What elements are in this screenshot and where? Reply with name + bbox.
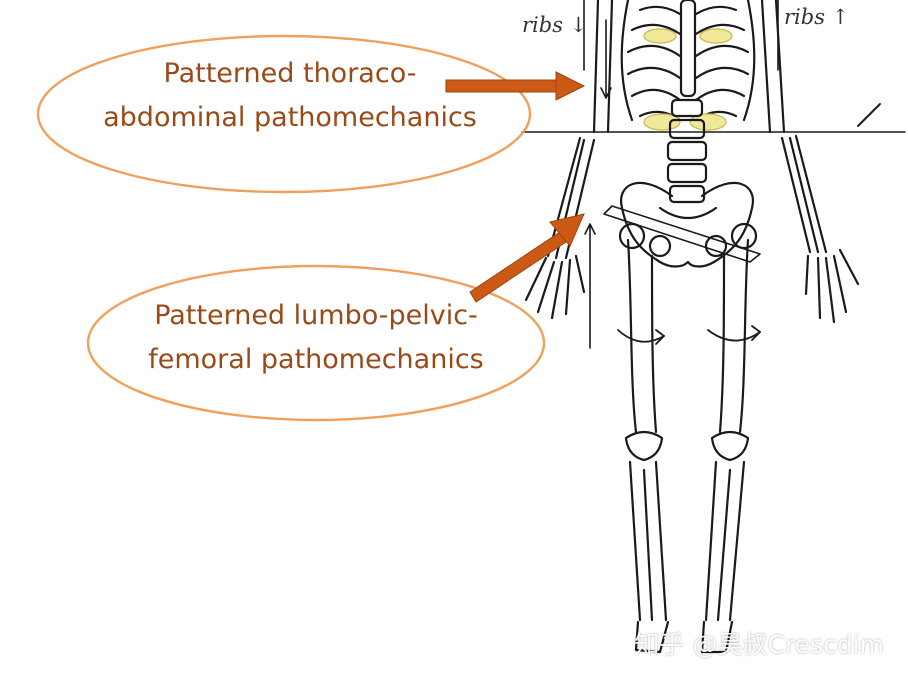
callout-lumbo-line1: Patterned lumbo-pelvic- — [154, 300, 478, 331]
lumbar-spine — [666, 98, 708, 204]
knees — [624, 430, 750, 462]
callout-ellipse-lumbo — [86, 264, 546, 422]
callout-ellipse-thoraco — [36, 34, 532, 194]
callout-thoraco-line2: abdominal pathomechanics — [103, 102, 477, 133]
right-arm — [760, 0, 860, 324]
ribs-up-annotation: ribs ↑ — [784, 5, 849, 29]
tick-mark — [857, 103, 881, 127]
highlight-marks — [643, 28, 733, 131]
watermark: 知乎 @昊叔Crescdim — [634, 630, 884, 659]
callout-thoraco-abdominal: Patterned thoraco- abdominal pathomechan… — [60, 52, 520, 140]
callout-lumbo-line2: femoral pathomechanics — [148, 344, 484, 375]
ribs-down-annotation: ribs ↓ — [522, 13, 587, 37]
pelvis — [619, 181, 755, 268]
left-arm — [524, 0, 614, 320]
rotation-arrows — [617, 325, 761, 345]
callout-thoraco-line1: Patterned thoraco- — [163, 58, 417, 89]
femurs — [618, 222, 758, 434]
rib-cage — [620, 0, 756, 122]
pelvic-ruler — [603, 205, 761, 263]
callout-lumbo-pelvic-femoral: Patterned lumbo-pelvic- femoral pathomec… — [94, 294, 538, 382]
callout-arrow-lumbo — [469, 213, 585, 303]
callout-arrow-thoraco — [445, 71, 586, 101]
lower-legs — [628, 460, 746, 654]
indicator-arrows — [583, 0, 779, 349]
